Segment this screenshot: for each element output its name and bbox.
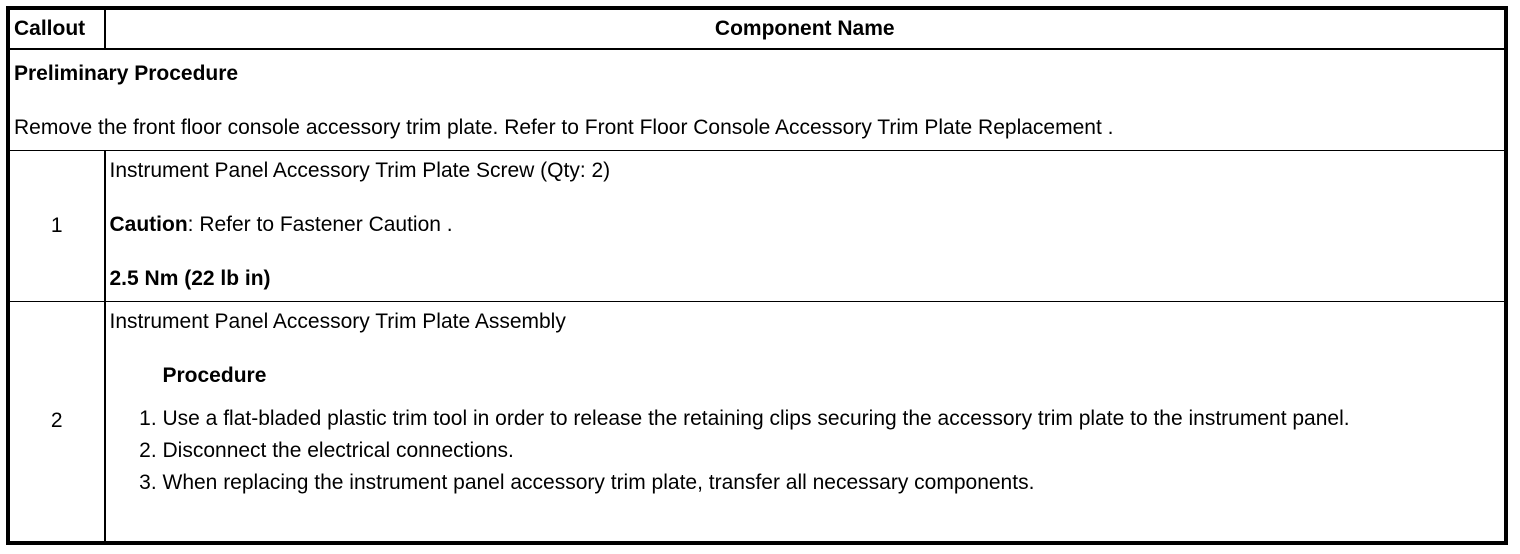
- component-cell: Instrument Panel Accessory Trim Plate As…: [103, 300, 1505, 542]
- caution-text: : Refer to Fastener Caution .: [187, 212, 453, 236]
- header-callout: Callout: [9, 9, 105, 50]
- procedure-step: Use a flat-bladed plastic trim tool in o…: [163, 403, 1501, 435]
- caution-label: Caution: [109, 212, 188, 236]
- preliminary-row: Preliminary Procedure Remove the front f…: [9, 48, 1505, 151]
- component-cell: Instrument Panel Accessory Trim Plate Sc…: [103, 149, 1505, 302]
- component-name: Instrument Panel Accessory Trim Plate Sc…: [109, 158, 611, 182]
- preliminary-heading: Preliminary Procedure: [14, 62, 239, 85]
- torque-spec: 2.5 Nm (22 lb in): [109, 266, 271, 290]
- procedure-steps: Use a flat-bladed plastic trim tool in o…: [110, 403, 1501, 499]
- preliminary-text: Remove the front floor console accessory…: [14, 116, 1114, 139]
- procedure-step: Disconnect the electrical connections.: [163, 435, 1501, 467]
- callout-number: 2: [9, 300, 105, 542]
- caution-line: Caution: Refer to Fastener Caution .: [110, 211, 1501, 238]
- component-table: Callout Component Name Preliminary Proce…: [9, 9, 1505, 542]
- component-name: Instrument Panel Accessory Trim Plate As…: [109, 309, 566, 333]
- table-header-row: Callout Component Name: [9, 9, 1505, 50]
- procedure-step-text: When replacing the instrument panel acce…: [162, 470, 1035, 494]
- procedure-step-text: Disconnect the electrical connections.: [162, 438, 514, 462]
- procedure-step-text: Use a flat-bladed plastic trim tool in o…: [162, 406, 1350, 430]
- preliminary-cell: Preliminary Procedure Remove the front f…: [9, 48, 1505, 151]
- table-row: 1 Instrument Panel Accessory Trim Plate …: [9, 149, 1505, 302]
- procedure-step: When replacing the instrument panel acce…: [163, 467, 1501, 499]
- procedure-heading: Procedure: [162, 363, 267, 387]
- callout-number: 1: [9, 149, 105, 302]
- component-table-frame: Callout Component Name Preliminary Proce…: [6, 6, 1508, 545]
- header-component-name: Component Name: [103, 9, 1505, 50]
- table-row: 2 Instrument Panel Accessory Trim Plate …: [9, 300, 1505, 542]
